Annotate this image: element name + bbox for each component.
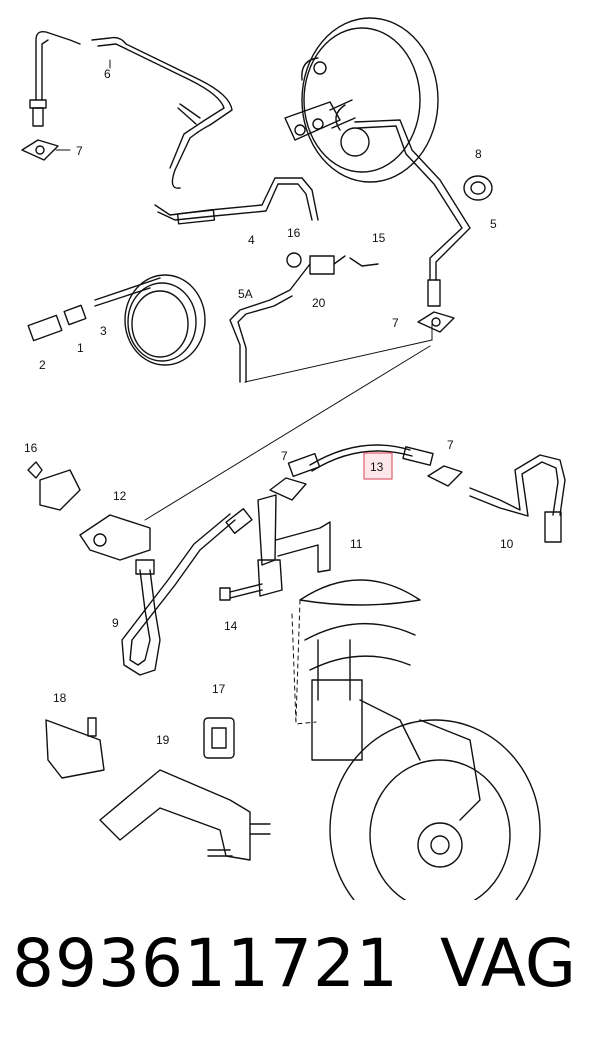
callout-5: 5 — [490, 217, 497, 231]
callout-7-b: 7 — [392, 316, 399, 330]
grommet — [463, 175, 493, 201]
callout-4: 4 — [248, 233, 255, 247]
callout-12: 12 — [113, 489, 127, 503]
brake-line-distributor — [229, 252, 379, 383]
callout-3: 3 — [100, 324, 107, 338]
callout-7-d: 7 — [447, 438, 454, 452]
callout-19: 19 — [156, 733, 170, 747]
callout-17: 17 — [212, 682, 226, 696]
leader-line-lower — [144, 345, 431, 521]
strut-bracket — [257, 494, 331, 597]
bolt — [219, 583, 263, 601]
callout-7-c: 7 — [281, 449, 288, 463]
callout-20: 20 — [312, 296, 326, 310]
brake-line-4 — [154, 177, 319, 225]
callout-15: 15 — [372, 231, 386, 245]
callout-7: 7 — [76, 144, 83, 158]
brake-line-6 — [29, 30, 233, 189]
callout-14: 14 — [224, 619, 238, 633]
callout-labels: 6 7 8 5 4 16 15 5A 20 7 3 1 2 16 7 7 12 … — [24, 67, 514, 747]
callout-13: 13 — [370, 460, 384, 474]
callout-5a: 5A — [238, 287, 253, 301]
brake-line-5 — [354, 119, 471, 307]
part-number: 893611721 — [12, 925, 399, 1002]
callout-11: 11 — [350, 537, 363, 551]
mounting-bracket-18 — [45, 717, 105, 779]
brake-disc-assembly — [329, 699, 541, 900]
callout-2: 2 — [39, 358, 46, 372]
callout-10: 10 — [500, 537, 514, 551]
leader-line-strut — [291, 613, 317, 725]
mounting-bracket-19 — [99, 769, 271, 861]
union-fittings — [27, 304, 87, 342]
hose-retaining-clip — [203, 717, 235, 759]
brake-hose-bracket — [27, 461, 151, 561]
brake-booster — [301, 17, 439, 183]
callout-8: 8 — [475, 147, 482, 161]
hose-clips — [269, 465, 463, 501]
callout-16-b: 16 — [24, 441, 38, 455]
callout-6: 6 — [104, 67, 111, 81]
suspension-strut — [295, 579, 421, 761]
brake-hose-13 — [287, 444, 434, 478]
master-cylinder — [284, 99, 356, 141]
brake-line-exploded-diagram: 6 7 8 5 4 16 15 5A 20 7 3 1 2 16 7 7 12 … — [21, 17, 566, 900]
leader-lines-upper — [55, 59, 433, 383]
brake-line-clip — [21, 139, 455, 333]
callout-16: 16 — [287, 226, 301, 240]
brand-name: VAG — [440, 925, 577, 1002]
brake-hose-10 — [469, 454, 566, 543]
callout-1: 1 — [77, 341, 84, 355]
brake-hose-9 — [121, 508, 253, 676]
brake-tubing-coil — [94, 274, 206, 366]
callout-13-highlight: 13 — [363, 452, 393, 480]
callout-9: 9 — [112, 616, 119, 630]
callout-18: 18 — [53, 691, 67, 705]
